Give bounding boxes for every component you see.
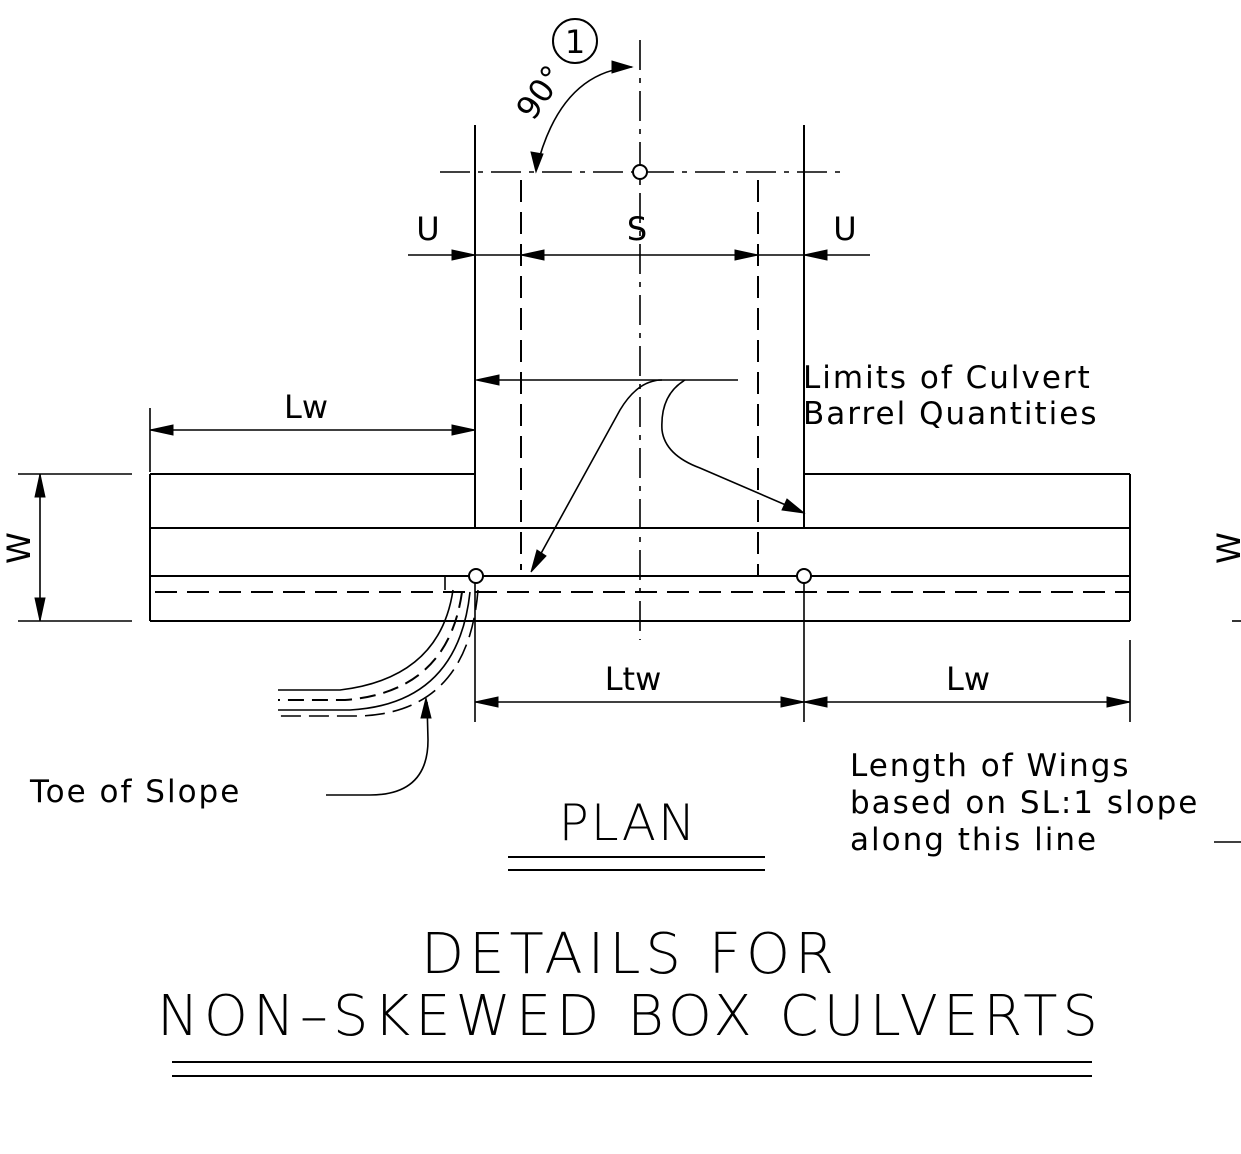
callout-number: 1: [565, 23, 585, 61]
view-title-plan: PLAN: [559, 794, 698, 852]
bottom-dimensions: [474, 582, 1131, 722]
limits-note-line1: Limits of Culvert: [803, 360, 1092, 396]
u-left-label: U: [416, 210, 439, 248]
lw-left-dimension: [149, 408, 476, 472]
center-node: [632, 164, 648, 180]
lw-left-label: Lw: [284, 388, 328, 426]
limits-note-line2: Barrel Quantities: [803, 396, 1099, 432]
angle-label: 90°: [508, 58, 572, 126]
s-label: S: [627, 210, 647, 248]
toe-of-slope-label: Toe of Slope: [29, 774, 241, 810]
wings-note-line1: Length of Wings: [850, 748, 1131, 784]
control-point-left: [468, 568, 484, 584]
title-line1: DETAILS FOR: [421, 922, 839, 987]
angle-arrow-bottom: [530, 151, 544, 174]
ltw-label: Ltw: [605, 660, 662, 698]
wings-note-line3: along this line: [850, 822, 1098, 858]
wings-note-line2: based on SL:1 slope: [850, 785, 1199, 821]
angle-arrow-top: [611, 60, 634, 74]
w-left-dimension: [18, 473, 132, 622]
w-left-label: W: [0, 532, 38, 564]
title-line2: NON–SKEWED BOX CULVERTS: [157, 984, 1103, 1049]
limits-leaders: [475, 374, 806, 573]
w-right-label: W: [1210, 532, 1241, 564]
u-s-dimension: [408, 249, 870, 261]
callout-circle: [552, 18, 598, 64]
lw-right-label: Lw: [946, 660, 990, 698]
control-point-right: [796, 568, 812, 584]
u-right-label: U: [833, 210, 856, 248]
toe-of-slope-curves: [278, 576, 479, 796]
